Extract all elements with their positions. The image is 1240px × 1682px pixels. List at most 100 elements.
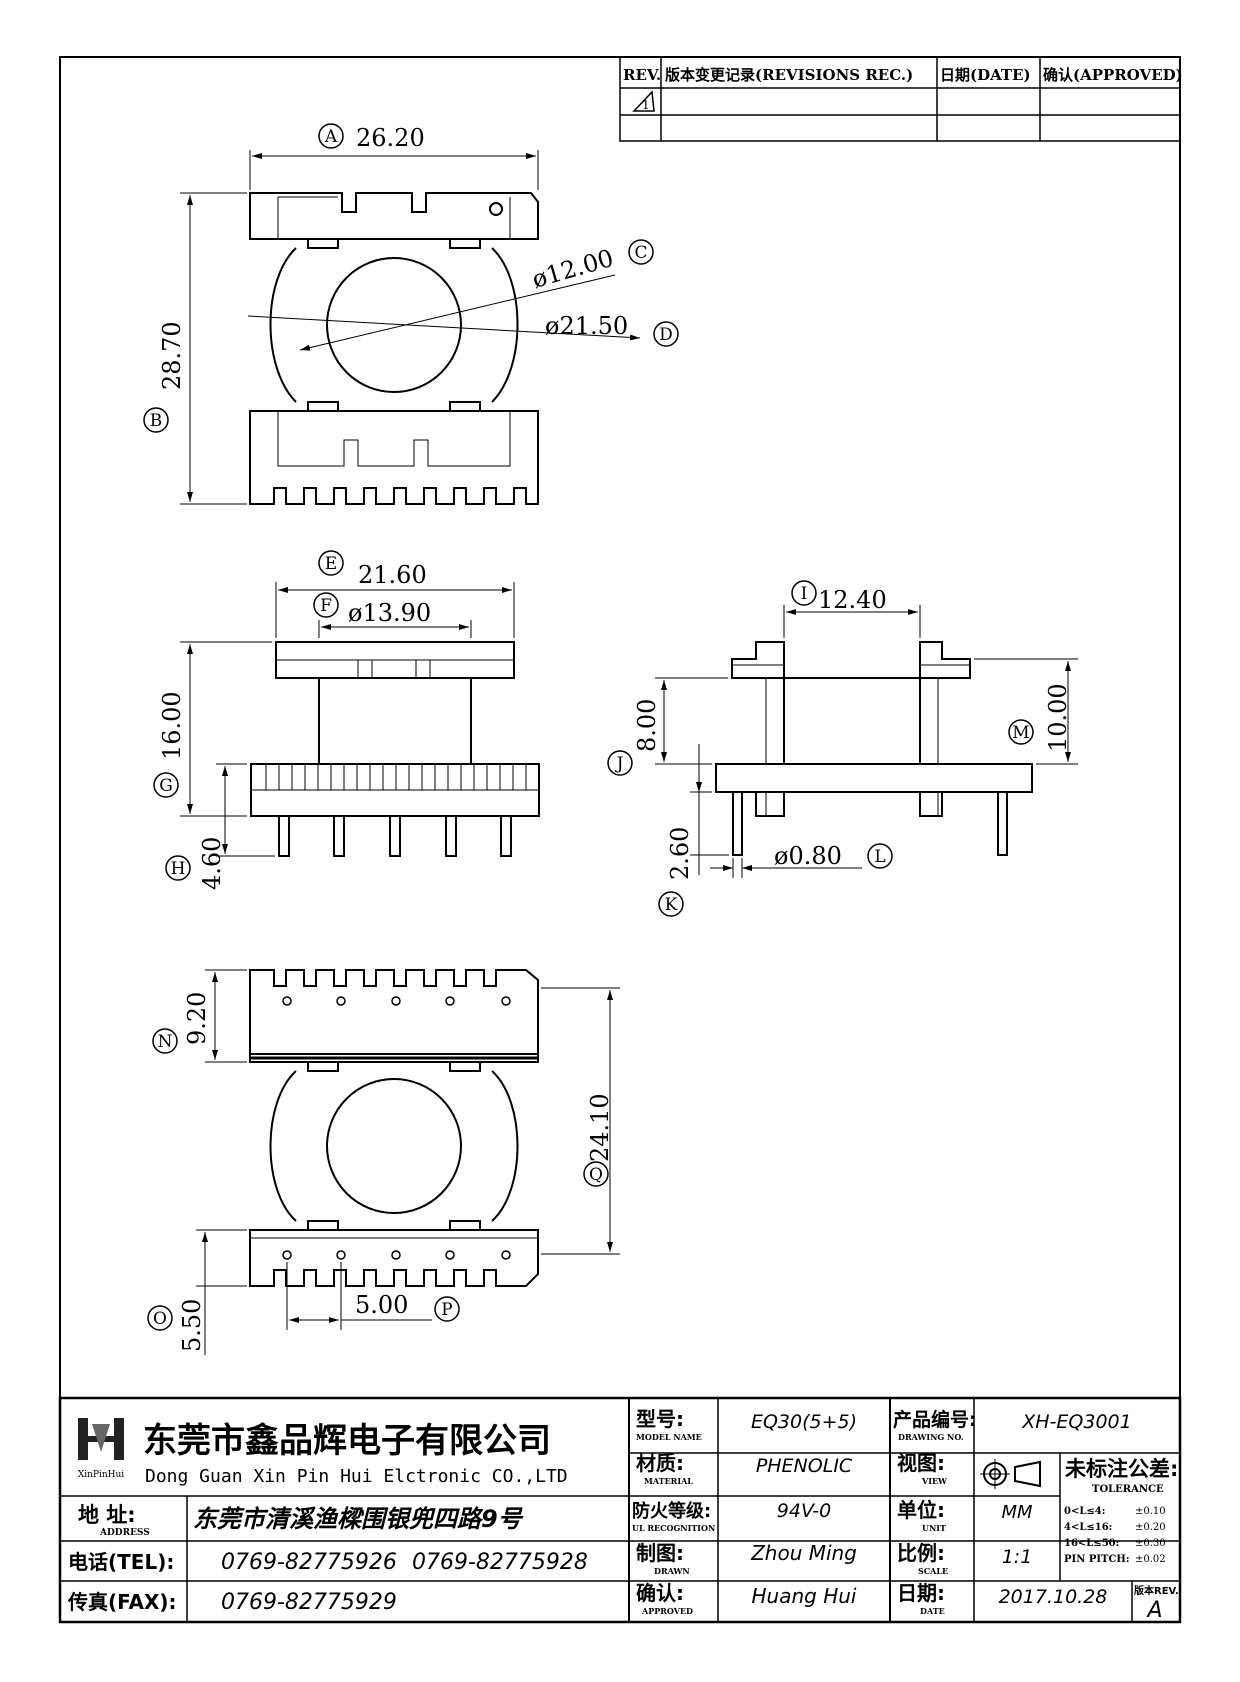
address-value: 东莞市清溪渔樑围银兜四路9号 [193, 1505, 524, 1533]
dim-E: E 21.60 [318, 550, 427, 589]
address-label: 地 址: [78, 1503, 136, 1527]
scale-label: 比例: [897, 1541, 945, 1565]
approved-value: Huang Hui [752, 1584, 857, 1608]
tolerance-value: ±0.10 [1135, 1506, 1166, 1517]
dim-C: C ø12.00 [529, 239, 654, 294]
dim-G-letter: G [159, 776, 173, 796]
unit-label-en: UNIT [922, 1523, 946, 1533]
dim-M-value: 10.00 [1044, 683, 1072, 752]
model-value: EQ30(5+5) [751, 1411, 857, 1433]
dim-I-letter: I [801, 584, 808, 604]
tolerance-value: ±0.20 [1135, 1522, 1166, 1533]
revision-row1-number: 1 [642, 98, 650, 112]
drawn-label-en: DRAWN [654, 1566, 690, 1576]
dim-N: N 9.20 [152, 992, 211, 1054]
fax-value: 0769-82775929 [221, 1590, 397, 1615]
drawing-no-value: XH-EQ3001 [1021, 1411, 1131, 1433]
material-label-en: MATERIAL [644, 1476, 693, 1486]
side-view [715, 641, 1033, 856]
ul-label: 防火等级: [632, 1500, 711, 1522]
revision-record-col-header: 版本变更记录(REVISIONS REC.) [665, 66, 913, 84]
dim-N-value: 9.20 [183, 992, 211, 1045]
top-view [249, 192, 539, 505]
dim-I: I 12.40 [791, 580, 887, 614]
material-label: 材质: [636, 1451, 684, 1475]
tolerance-table: 0<L≤4: ±0.10 4<L≤16: ±0.20 16<L≤50: ±0.3… [1064, 1506, 1166, 1565]
dim-K-value: 2.60 [666, 827, 694, 880]
tolerance-range: 0<L≤4: [1064, 1506, 1105, 1517]
sheet-border [59, 56, 1181, 1623]
dim-J-value: 8.00 [633, 699, 661, 752]
company-name-cn: 东莞市鑫品辉电子有限公司 [143, 1421, 551, 1461]
dim-F: F ø13.90 [313, 592, 431, 627]
view-label-en: VIEW [921, 1476, 948, 1486]
tolerance-value: ±0.30 [1135, 1538, 1166, 1549]
tel-value-2: 0769-82775928 [412, 1550, 588, 1575]
title-block-grid [58, 1396, 1182, 1624]
model-label: 型号: [636, 1407, 684, 1431]
dim-P-letter: P [441, 1300, 452, 1320]
drawn-value: Zhou Ming [750, 1541, 857, 1565]
dim-J-letter: J [615, 754, 624, 774]
approved-col-header: 确认(APPROVED) [1043, 66, 1183, 84]
revision-table [619, 56, 1181, 142]
date-label: 日期: [897, 1581, 945, 1605]
dim-B-letter: B [150, 411, 163, 431]
dim-G: G 16.00 [153, 691, 186, 798]
dim-F-value: ø13.90 [348, 599, 431, 627]
tolerance-range: 4<L≤16: [1064, 1522, 1112, 1533]
dim-M-letter: M [1012, 723, 1029, 743]
dim-A-value: 26.20 [356, 124, 425, 152]
dim-Q-value: 24.10 [586, 1093, 614, 1162]
dim-Q-letter: Q [589, 1165, 603, 1185]
dim-A: A 26.20 [318, 123, 425, 152]
dim-D-value: ø21.50 [545, 312, 628, 340]
drawing-no-label: 产品编号: [893, 1408, 977, 1431]
dim-B-value: 28.70 [158, 321, 186, 390]
tel-label: 电话(TEL): [68, 1550, 174, 1574]
dim-E-value: 21.60 [358, 561, 427, 589]
bottom-view [249, 969, 539, 1287]
company-logo-text: XinPinHui [78, 1470, 124, 1480]
date-label-en: DATE [920, 1606, 945, 1616]
date-col-header: 日期(DATE) [940, 66, 1031, 84]
dim-L-letter: L [874, 847, 885, 867]
fax-label: 传真(FAX): [67, 1590, 177, 1614]
tolerance-range: PIN PITCH: [1064, 1554, 1130, 1565]
front-view [250, 641, 540, 857]
drawn-label: 制图: [636, 1541, 684, 1565]
dim-L-value: ø0.80 [774, 842, 842, 870]
dim-J: J 8.00 [607, 699, 661, 776]
dim-O-letter: O [153, 1309, 167, 1329]
tolerance-value: ±0.02 [1135, 1554, 1166, 1565]
tolerance-range: 16<L≤50: [1064, 1538, 1119, 1549]
dim-C-letter: C [634, 243, 647, 263]
dim-O-value: 5.50 [178, 1299, 206, 1352]
dim-P-value: 5.00 [355, 1291, 408, 1319]
dim-G-value: 16.00 [158, 691, 186, 760]
unit-label: 单位: [897, 1498, 945, 1522]
dim-D: D ø21.50 [545, 312, 679, 347]
version-label: 版本REV. [1134, 1584, 1179, 1597]
scale-label-en: SCALE [918, 1566, 948, 1576]
third-angle-projection-icon [980, 1459, 1041, 1489]
material-value: PHENOLIC [756, 1455, 853, 1477]
dim-F-letter: F [320, 596, 332, 616]
ul-label-en: UL RECOGNITION [632, 1523, 715, 1533]
address-label-en: ADDRESS [99, 1528, 150, 1538]
ul-value: 94V-0 [777, 1500, 831, 1522]
approved-label: 确认: [636, 1581, 684, 1605]
scale-value: 1:1 [1002, 1546, 1033, 1568]
dim-N-letter: N [158, 1032, 173, 1052]
company-name-en: Dong Guan Xin Pin Hui Elctronic CO.,LTD [145, 1466, 568, 1487]
dim-L: L ø0.80 [774, 842, 893, 870]
dim-P: P 5.00 [355, 1291, 460, 1322]
version-value: A [1145, 1598, 1162, 1623]
revision-triangle-icon: 1 [632, 90, 655, 112]
dim-I-value: 12.40 [818, 586, 887, 614]
dim-C-value: ø12.00 [529, 244, 617, 294]
dim-Q: Q 24.10 [583, 1093, 614, 1187]
tolerance-label: 未标注公差: [1065, 1457, 1178, 1481]
unit-value: MM [1001, 1502, 1033, 1523]
